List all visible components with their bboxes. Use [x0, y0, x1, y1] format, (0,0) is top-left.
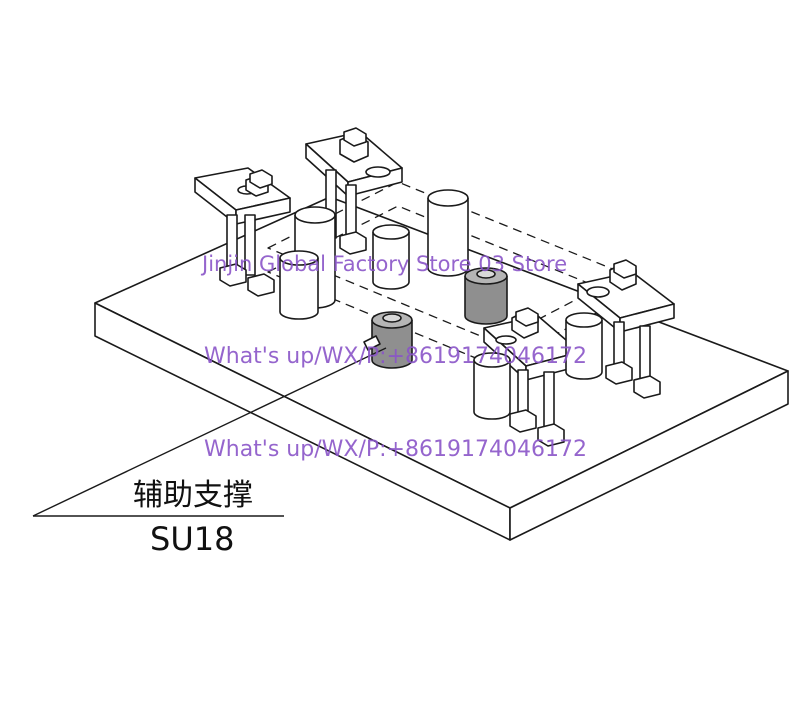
- callout-code-label: SU18: [150, 520, 235, 558]
- clamp-right-back: [577, 259, 675, 399]
- cylinder-pins: [279, 189, 603, 420]
- auxiliary-support-rear: [464, 267, 508, 325]
- base-plate: [94, 196, 789, 541]
- watermark-store: Jinjin Global Factory Store 03 Store: [202, 252, 568, 276]
- clamp-left-back: [194, 167, 291, 297]
- clamp-top-middle: [305, 127, 403, 255]
- auxiliary-support-su18: [363, 311, 413, 369]
- callout-leader: [32, 347, 387, 517]
- callout-name-label: 辅助支撑: [133, 478, 253, 513]
- clamp-right-front: [483, 307, 581, 447]
- watermark-contact: What's up/WX/P:+8619174046172: [204, 344, 587, 369]
- watermark-contact-2: What's up/WX/P:+8619174046172: [204, 437, 587, 462]
